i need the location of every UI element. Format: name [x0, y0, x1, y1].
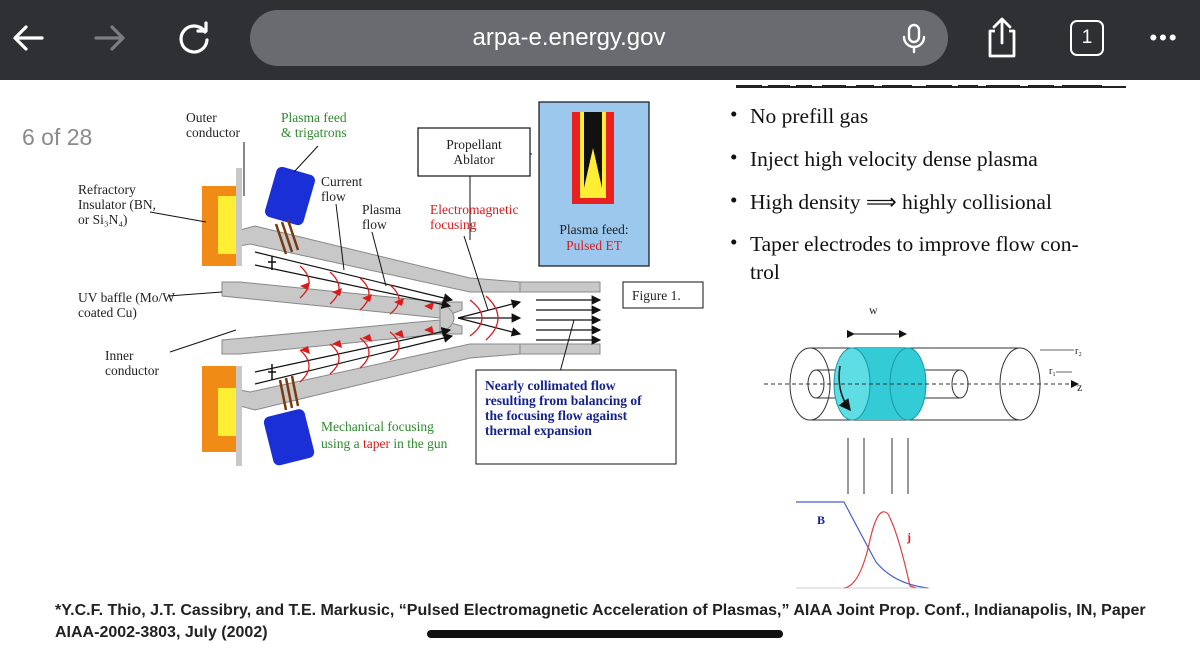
label-r2: r₂	[1075, 346, 1082, 357]
label-pulsed-et: Pulsed ET	[566, 238, 622, 253]
bullet-text: Inject high velocity dense plasma	[750, 147, 1038, 171]
label-j: j	[907, 530, 911, 544]
bullet-dot: •	[730, 145, 738, 169]
bullet-dot: •	[730, 188, 738, 212]
label-electromagnetic-focusing: Electromagnetic focusing	[430, 202, 519, 232]
refractory-insulator-bottom	[202, 366, 242, 466]
bullet-text: Taper electrodes to improve flow con- tr…	[750, 232, 1079, 284]
cut-off-slide-heading	[736, 80, 1126, 88]
label-w: w	[869, 303, 878, 317]
label-z: z	[1077, 380, 1083, 394]
coaxial-schematic	[764, 330, 1079, 589]
back-arrow-icon	[13, 25, 44, 51]
label-plasma-feed: Plasma feed:	[559, 222, 629, 237]
heading-underline	[736, 86, 1126, 88]
inner-conductor-top	[221, 281, 463, 319]
bullet-text: High density ⟹ highly collisional	[750, 190, 1052, 214]
figure-label-box	[622, 281, 704, 309]
footnote-citation: *Y.C.F. Thio, J.T. Cassibry, and T.E. Ma…	[55, 602, 1146, 641]
bullet-dot: •	[730, 102, 738, 126]
label-mechanical-focusing: Mechanical focusing	[321, 419, 434, 434]
drop-lines	[847, 438, 909, 494]
collimated-note-box	[475, 369, 677, 465]
propellant-ablator-box	[417, 127, 531, 177]
mech-text-b: in the gun	[389, 436, 448, 451]
mech-text-taper: taper	[363, 436, 390, 451]
browser-toolbar: arpa-e.energy.gov 1 •••	[0, 0, 1200, 80]
label-plasma-flow: Plasma flow	[362, 202, 401, 232]
radius-leaders	[1040, 349, 1074, 373]
forward-arrow-icon	[94, 25, 125, 51]
url-text: arpa-e.energy.gov	[472, 24, 666, 51]
reload-icon	[179, 21, 209, 54]
reload-button[interactable]	[166, 10, 222, 66]
address-bar[interactable]: arpa-e.energy.gov	[250, 10, 948, 66]
microphone-icon[interactable]	[898, 22, 930, 54]
label-r1: r₁	[1049, 366, 1056, 377]
red-force-arrowheads	[300, 282, 434, 354]
back-button[interactable]	[0, 10, 56, 66]
label-current-flow: Current flow	[321, 174, 363, 204]
label-inner-conductor: Inner conductor	[105, 348, 159, 378]
label-plasma-feed-trigatrons: Plasma feed & trigatrons	[281, 110, 347, 140]
label-collimated-flow-note: Nearly collimated flow resulting from ba…	[485, 378, 642, 438]
label-figure-1: Figure 1.	[632, 288, 681, 303]
bullet-text: No prefill gas	[750, 104, 869, 128]
inner-conductor-bottom	[221, 319, 463, 355]
profile-plot	[796, 501, 930, 589]
current-flow-arcs	[299, 265, 499, 383]
muzzle-plate-bottom	[519, 343, 601, 355]
plasma-flow-arrows	[254, 251, 602, 385]
bullet-dot: •	[730, 230, 738, 254]
tabs-button[interactable]: 1	[1070, 20, 1104, 56]
trigatron-top	[265, 166, 315, 270]
plasma-gun-diagram	[149, 101, 704, 466]
scroll-indicator[interactable]	[427, 630, 783, 638]
share-icon	[988, 17, 1016, 58]
more-icon[interactable]: •••	[1149, 25, 1179, 50]
forward-button[interactable]	[82, 10, 138, 66]
refractory-insulator-top	[202, 168, 242, 266]
muzzle-plate-top	[519, 281, 601, 293]
page-indicator: 6 of 28	[22, 124, 93, 150]
label-b: B	[817, 513, 826, 527]
label-propellant-ablator: Propellant Ablator	[446, 137, 502, 167]
trigatron-bottom	[263, 364, 315, 466]
label-refractory-insulator: Refractory Insulator (BN, or Si₃N₄)	[78, 182, 156, 227]
label-uv-baffle: UV baffle (Mo/W coated Cu)	[78, 290, 175, 320]
mech-text-a: using a	[321, 436, 363, 451]
share-button[interactable]	[974, 10, 1030, 66]
label-mechanical-focusing-line2: using a taper in the gun	[321, 436, 447, 451]
pulsed-et-icon	[572, 112, 614, 204]
label-outer-conductor: Outer conductor	[186, 110, 240, 140]
